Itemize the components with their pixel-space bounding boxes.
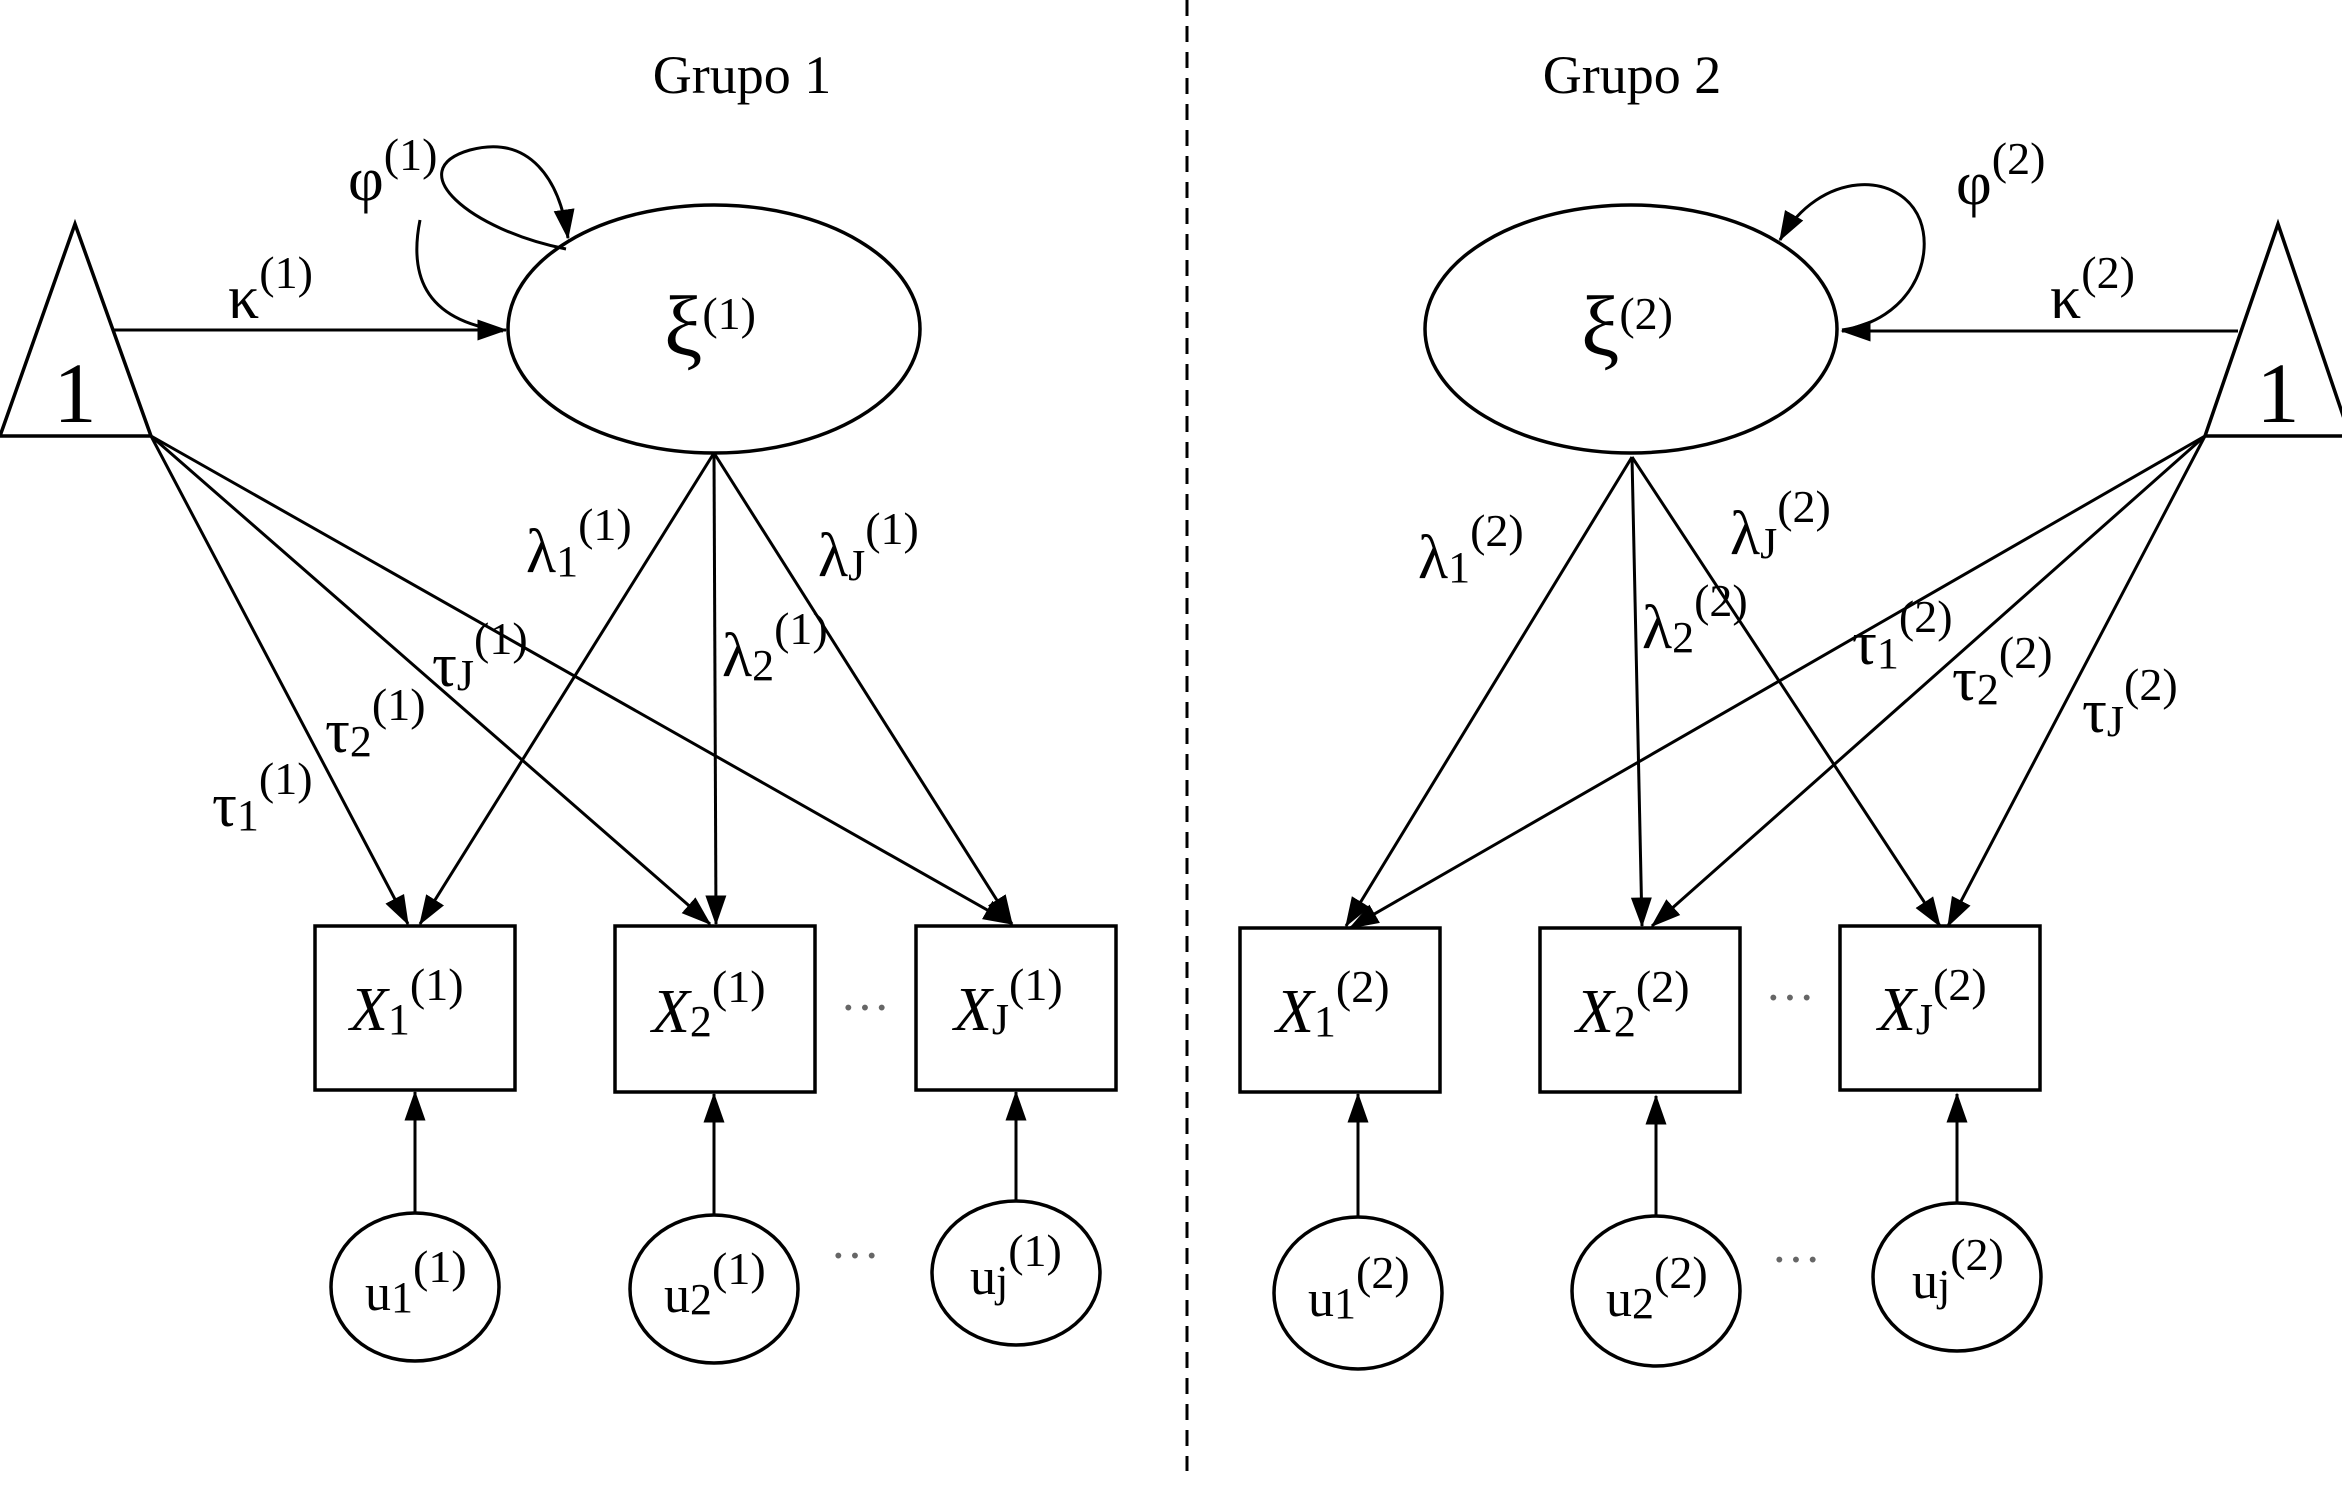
indicator-ellipsis-1: ···: [840, 979, 890, 1035]
error-ellipsis-1: ···: [830, 1227, 880, 1283]
group-1: Grupo 1 1 ξ(1) φ(1) κ(1) λ1(1): [0, 45, 1118, 1365]
intercept-path-1-1: [149, 435, 410, 926]
loading-1-2-label: λ2(1): [722, 603, 828, 690]
indicator-1-2-label: X2(1): [649, 961, 766, 1046]
variance-phi-1-label: φ(1): [348, 129, 437, 214]
error-2-1-label: u1(2): [1308, 1247, 1410, 1328]
loading-2-1-label: λ1(2): [1418, 505, 1524, 592]
latent-xi-2-label: ξ(2): [1581, 278, 1673, 374]
constant-triangle-1: [0, 218, 154, 438]
indicator-box-2-2: [1538, 926, 1742, 1094]
indicator-2-J-label: XJ(2): [1875, 959, 1987, 1044]
error-u-1-2: [628, 1213, 800, 1365]
group-2-title: Grupo 2: [1543, 45, 1721, 105]
error-ellipsis-2: ···: [1771, 1231, 1821, 1287]
loading-path-2-1: [1344, 456, 1634, 928]
intercept-2-2-label: τ2(2): [1952, 627, 2053, 714]
constant-triangle-2: [2202, 218, 2342, 438]
loading-path-2-J: [1630, 456, 1942, 928]
intercept-path-2-J: [1946, 435, 2207, 928]
error-u-2-J: [1871, 1201, 2043, 1353]
variance-phi-2-label: φ(2): [1956, 133, 2045, 218]
mean-kappa-2-label: κ(2): [2050, 247, 2135, 332]
variance-loop-2: [1778, 183, 1926, 332]
constant-label-2: 1: [2257, 345, 2300, 441]
loading-path-1-2: [705, 452, 727, 926]
loading-path-1-J: [712, 452, 1014, 926]
loading-path-2-2: [1630, 456, 1652, 928]
variance-loop-1-lower: [415, 219, 504, 333]
error-2-J-label: uj(2): [1912, 1229, 2004, 1310]
indicator-box-1-J: [914, 924, 1118, 1092]
error-u-1-J: [930, 1199, 1102, 1347]
intercept-path-2-1: [1348, 434, 2206, 930]
indicator-box-1-2: [613, 924, 817, 1094]
group-2: Grupo 2 1 ξ(2) φ(2) κ(2) λ1(2) λ2(2) λJ(…: [1238, 45, 2342, 1371]
indicator-1-J-label: XJ(1): [951, 959, 1063, 1044]
intercept-2-1-label: τ1(2): [1852, 591, 1953, 678]
indicator-ellipsis-2: ···: [1765, 969, 1815, 1025]
constant-label-1: 1: [54, 345, 97, 441]
group-1-title: Grupo 1: [653, 45, 831, 105]
error-1-J-label: uj(1): [970, 1225, 1062, 1306]
intercept-path-1-J: [150, 434, 1014, 926]
intercept-path-2-2: [1650, 434, 2206, 928]
error-2-2-label: u2(2): [1606, 1247, 1708, 1328]
intercept-1-J-label: τJ(1): [432, 613, 528, 700]
mean-kappa-1-label: κ(1): [228, 247, 313, 332]
error-u-2-1: [1272, 1215, 1444, 1371]
error-1-1-label: u1(1): [365, 1241, 467, 1322]
indicator-box-2-J: [1838, 924, 2042, 1092]
loading-1-1-label: λ1(1): [526, 499, 632, 586]
loading-2-J-label: λJ(2): [1730, 481, 1831, 568]
latent-xi-1-label: ξ(1): [664, 278, 756, 374]
indicator-2-1-label: X1(2): [1273, 961, 1390, 1046]
indicator-box-1-1: [313, 924, 517, 1092]
error-u-1-1: [329, 1211, 501, 1363]
intercept-1-2-label: τ2(1): [325, 679, 426, 766]
loading-2-2-label: λ2(2): [1642, 575, 1748, 662]
intercept-1-1-label: τ1(1): [212, 753, 313, 840]
indicator-box-2-1: [1238, 926, 1442, 1094]
indicator-2-2-label: X2(2): [1573, 961, 1690, 1046]
variance-loop-1: [440, 145, 575, 251]
latent-xi-2: [1423, 203, 1839, 455]
intercept-2-J-label: τJ(2): [2082, 659, 2178, 746]
error-u-2-2: [1570, 1214, 1742, 1368]
intercept-path-1-2: [150, 434, 712, 926]
indicator-1-1-label: X1(1): [347, 959, 464, 1044]
error-1-2-label: u2(1): [664, 1243, 766, 1324]
loading-1-J-label: λJ(1): [818, 503, 919, 590]
loading-path-1-1: [418, 452, 716, 926]
